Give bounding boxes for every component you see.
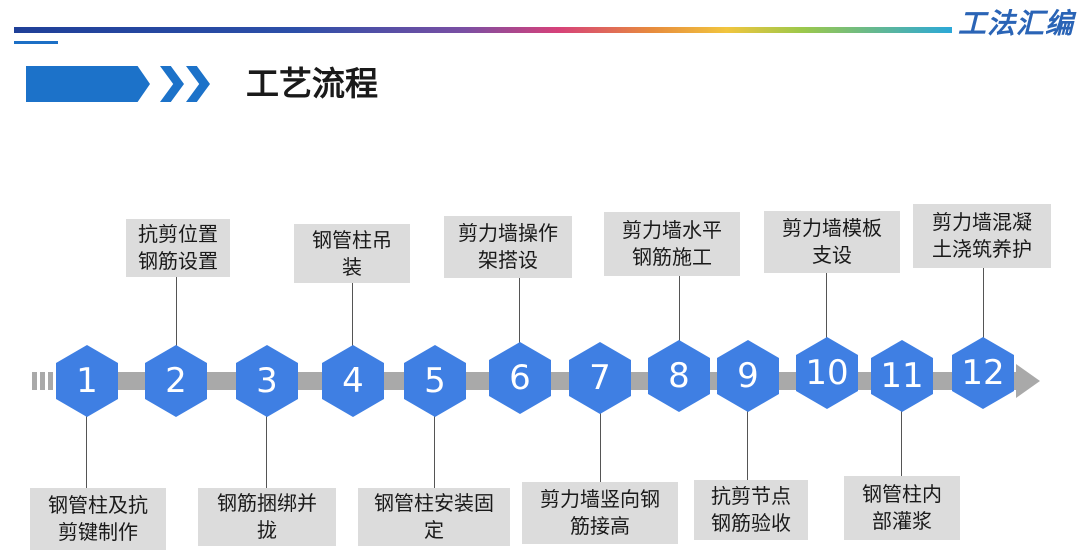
header-accent-line (14, 41, 58, 44)
step-hexagon: 5 (404, 345, 466, 417)
step-label-box: 钢管柱安装固 定 (358, 488, 510, 546)
step-hexagon: 6 (489, 342, 551, 414)
step-hexagon: 9 (717, 340, 779, 412)
page-title: 工艺流程 (246, 64, 378, 103)
timeline-tail-dash (40, 372, 45, 390)
connector-line (86, 416, 87, 488)
timeline-tail-dash (32, 372, 37, 390)
step-label-box: 抗剪位置 钢筋设置 (126, 219, 230, 277)
step-label-box: 剪力墙混凝 土浇筑养护 (913, 204, 1051, 268)
chevron-right-icon (160, 66, 184, 102)
step-label-box: 剪力墙水平 钢筋施工 (604, 212, 740, 276)
title-arrow-bar (26, 66, 150, 102)
chevron-right-icon (186, 66, 210, 102)
connector-line (600, 412, 601, 482)
step-hexagon: 10 (796, 337, 858, 409)
connector-line (679, 276, 680, 344)
step-hexagon: 8 (648, 340, 710, 412)
step-label-box: 剪力墙竖向钢 筋接高 (522, 482, 678, 544)
connector-line (901, 408, 902, 476)
step-hexagon: 4 (322, 345, 384, 417)
step-label-box: 钢管柱内 部灌浆 (844, 476, 960, 540)
step-hexagon: 3 (236, 345, 298, 417)
step-label-box: 剪力墙模板 支设 (764, 211, 900, 273)
connector-line (434, 416, 435, 488)
step-label-box: 抗剪节点 钢筋验收 (694, 480, 808, 540)
connector-line (266, 416, 267, 488)
header-rainbow-bar (14, 27, 952, 33)
step-label-box: 剪力墙操作 架搭设 (444, 216, 572, 278)
connector-line (983, 268, 984, 340)
step-label-box: 钢筋捆绑并 拢 (198, 488, 336, 546)
step-hexagon: 1 (56, 345, 118, 417)
step-hexagon: 7 (569, 342, 631, 414)
step-hexagon: 12 (952, 337, 1014, 409)
connector-line (826, 273, 827, 341)
step-label-box: 钢管柱及抗 剪键制作 (30, 488, 166, 550)
brand-logo: 工法汇编 (958, 7, 1075, 40)
connector-line (519, 278, 520, 346)
timeline-tail-dash (48, 372, 53, 390)
connector-line (352, 283, 353, 347)
step-hexagon: 11 (871, 340, 933, 412)
timeline-arrowhead (1016, 364, 1040, 398)
connector-line (747, 410, 748, 480)
connector-line (176, 277, 177, 347)
step-hexagon: 2 (145, 345, 207, 417)
step-label-box: 钢管柱吊 装 (294, 224, 410, 283)
